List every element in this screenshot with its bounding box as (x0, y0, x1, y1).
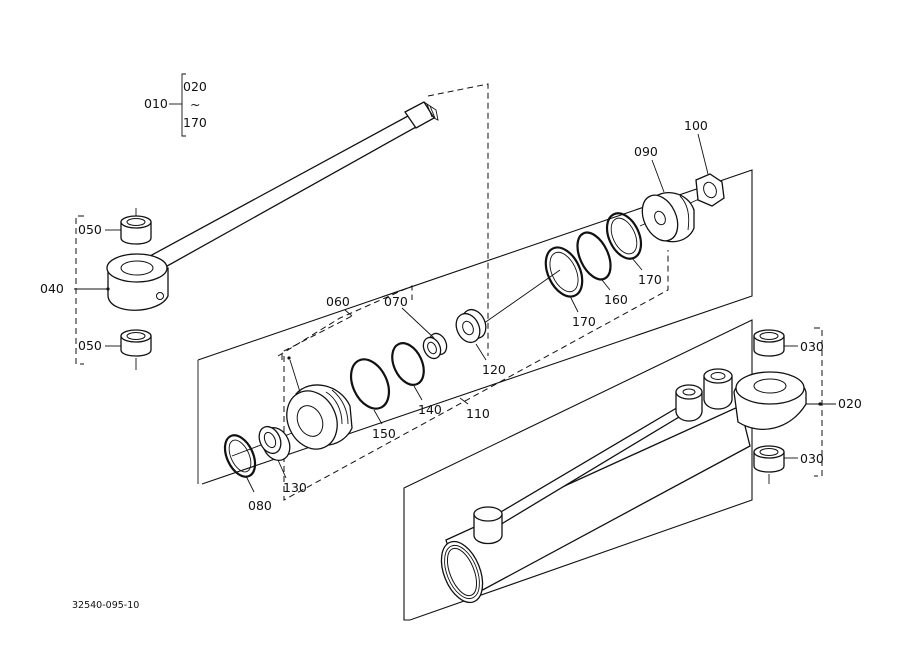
bushing-070 (422, 332, 448, 360)
range-tilde: ~ (190, 97, 200, 112)
label-010: 010 (144, 96, 168, 111)
backup-ring-170-a (544, 246, 584, 298)
bushing-030-bottom (753, 445, 785, 484)
label-150: 150 (372, 426, 396, 441)
o-ring-150 (349, 358, 391, 410)
bushing-050-top (120, 208, 152, 245)
bushing-050-bottom (120, 329, 152, 370)
cylinder-tube-020 (440, 368, 807, 604)
o-ring-160 (576, 231, 612, 281)
bushing-030-top (753, 329, 785, 357)
label-030-top: 030 (800, 339, 824, 354)
label-160: 160 (604, 292, 628, 307)
label-080: 080 (248, 498, 272, 513)
piston-rod (106, 101, 439, 311)
label-170-a: 170 (572, 314, 596, 329)
label-040: 040 (40, 281, 64, 296)
label-020: 020 (838, 396, 862, 411)
label-170-range: 170 (183, 115, 207, 130)
label-120: 120 (482, 362, 506, 377)
label-050-bottom: 050 (78, 338, 102, 353)
label-070: 070 (384, 294, 408, 309)
backup-ring-170-b (605, 212, 643, 260)
collar-120 (455, 308, 487, 344)
label-020-range: 020 (183, 79, 207, 94)
snap-ring-080 (223, 434, 257, 478)
o-ring-140 (391, 342, 425, 386)
wiper-130 (258, 425, 291, 462)
label-110: 110 (466, 406, 490, 421)
label-060: 060 (326, 294, 350, 309)
gland-060 (286, 384, 353, 450)
label-030-bottom: 030 (800, 451, 824, 466)
nut-100 (695, 173, 725, 207)
label-170-b: 170 (638, 272, 662, 287)
label-050-top: 050 (78, 222, 102, 237)
label-090: 090 (634, 144, 658, 159)
label-140: 140 (418, 402, 442, 417)
label-130: 130 (283, 480, 307, 495)
drawing-code: 32540-095-10 (72, 600, 139, 611)
label-100: 100 (684, 118, 708, 133)
piston-090 (641, 192, 695, 243)
group-label-010: 010 020 ~ 170 (144, 73, 207, 137)
